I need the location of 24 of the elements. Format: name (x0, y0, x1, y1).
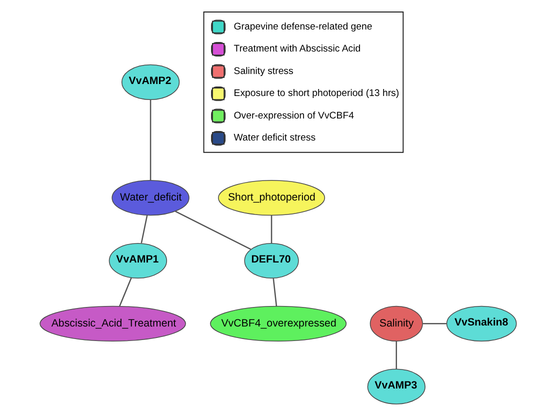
node-ellipse: Salinity (370, 306, 423, 342)
connector (175, 210, 252, 250)
node-ellipse: VvAMP3 (367, 368, 426, 404)
legend-label: Treatment with Abscissic Acid (234, 44, 361, 55)
legend-label: Salinity stress (234, 66, 294, 77)
node-ellipse: Water_deficit (112, 180, 190, 216)
legend-label: Exposure to short photoperiod (13 hrs) (234, 88, 400, 100)
node-ellipse: Short_photoperiod (218, 180, 326, 216)
node-ellipse: VvCBF4_overexpressed (210, 306, 347, 342)
legend-label: Water deficit stress (234, 132, 316, 144)
connector (150, 100, 152, 180)
connector (270, 215, 272, 244)
node-ellipse: Abscissic_Acid_Treatment (40, 306, 186, 342)
legend-label: Grapevine defense-related gene (234, 21, 372, 32)
connector (396, 341, 398, 369)
node-ellipse: DEFL70 (244, 242, 299, 279)
connector (140, 215, 148, 244)
connector (272, 278, 278, 306)
connector (422, 323, 447, 324)
node-ellipse: VvAMP1 (108, 242, 168, 279)
node-ellipse: VvAMP2 (121, 64, 180, 100)
legend-label: Over-expression of VvCBF4 (234, 110, 354, 122)
node-ellipse: VvSnakin8 (446, 306, 517, 342)
connector (119, 278, 132, 306)
